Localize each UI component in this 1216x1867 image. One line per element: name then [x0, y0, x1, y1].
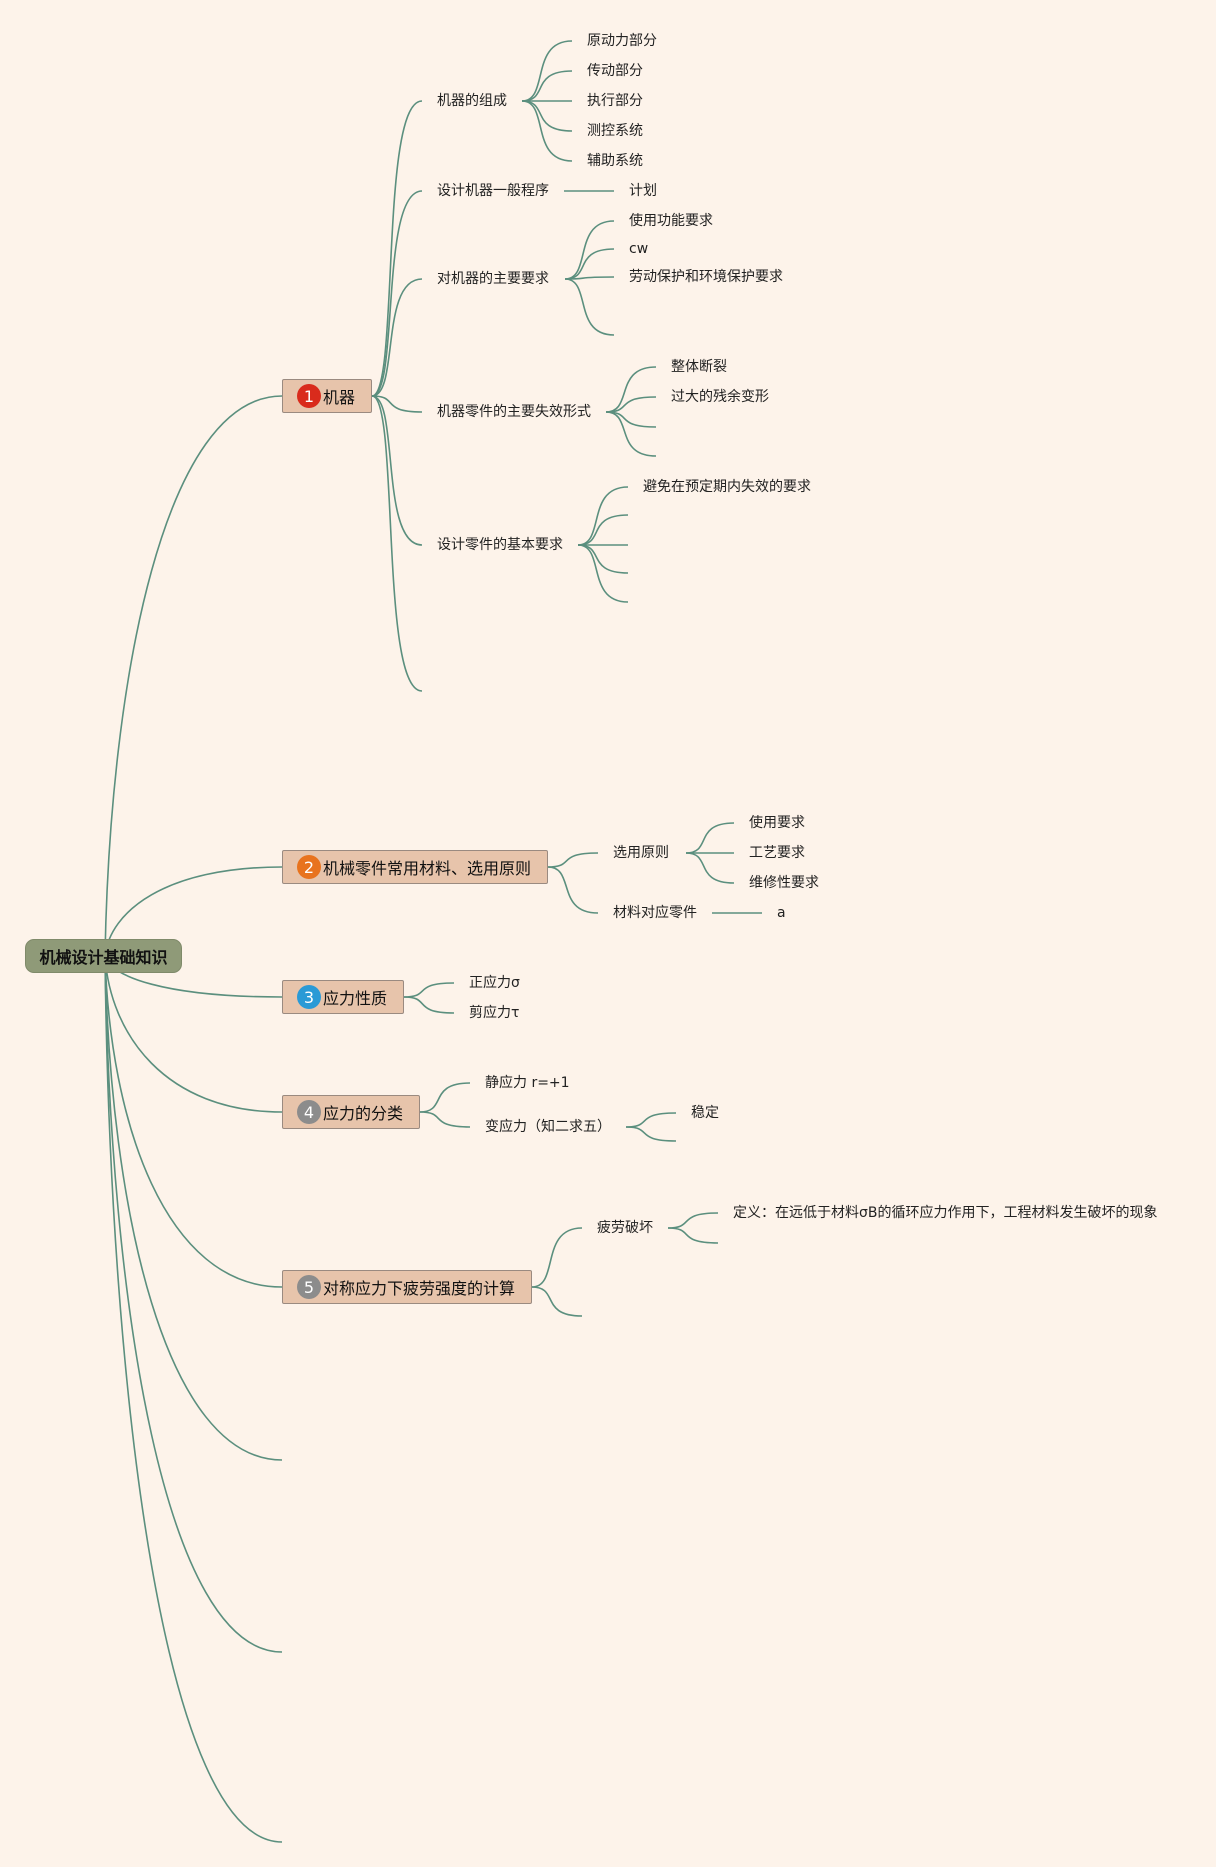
- composition-branch-0: [521, 40, 573, 102]
- leaf-transmission[interactable]: 传动部分: [587, 63, 643, 79]
- number-badge-icon: 1: [297, 384, 321, 408]
- composition-branch-4: [521, 100, 573, 162]
- subtopic-fatigue-failure[interactable]: 疲劳破坏: [597, 1220, 653, 1236]
- requirements-branch-2: [564, 276, 615, 280]
- leaf-function-requirement[interactable]: 使用功能要求: [629, 213, 713, 229]
- leaf-maintenance-requirement[interactable]: 维修性要求: [749, 875, 819, 891]
- leaf-residual-deformation[interactable]: 过大的残余变形: [671, 389, 769, 405]
- topic1-branch-1: [371, 190, 423, 397]
- leaf-static-stress[interactable]: 静应力 r=+1: [485, 1075, 570, 1091]
- leaf-control-system[interactable]: 测控系统: [587, 123, 643, 139]
- topic5-branch-1: [531, 1286, 583, 1317]
- subtopic-variable-stress[interactable]: 变应力（知二求五）: [485, 1119, 611, 1135]
- leaf-a[interactable]: a: [777, 905, 786, 921]
- part-req-branch-0: [577, 486, 629, 546]
- topic1-branch-2: [371, 278, 423, 397]
- failure-branch-1: [605, 396, 657, 413]
- topic4-branch-1: [419, 1111, 471, 1128]
- root-branch-3: [104, 955, 283, 1113]
- subtopic-machine-composition[interactable]: 机器的组成: [437, 93, 507, 109]
- number-badge-icon: 2: [297, 855, 321, 879]
- leaf-execution[interactable]: 执行部分: [587, 93, 643, 109]
- subtopic-material-parts[interactable]: 材料对应零件: [613, 905, 697, 921]
- leaf-use-requirement[interactable]: 使用要求: [749, 815, 805, 831]
- topic-label: 应力性质: [323, 989, 388, 1008]
- part-req-branch-1: [577, 514, 629, 546]
- subtopic-selection-principles[interactable]: 选用原则: [613, 845, 669, 861]
- topic-materials[interactable]: 2 机械零件常用材料、选用原则: [282, 850, 548, 884]
- leaf-avoid-failure[interactable]: 避免在预定期内失效的要求: [643, 479, 811, 495]
- leaf-shear-stress[interactable]: 剪应力τ: [469, 1005, 520, 1021]
- principles-branch-2: [685, 852, 735, 884]
- leaf-fracture[interactable]: 整体断裂: [671, 359, 727, 375]
- topic1-branch-4: [371, 395, 423, 546]
- fatigue-branch-1: [667, 1227, 719, 1244]
- leaf-auxiliary-system[interactable]: 辅助系统: [587, 153, 643, 169]
- topic-label: 机器: [323, 388, 356, 407]
- leaf-stable[interactable]: 稳定: [691, 1105, 719, 1121]
- topic-machine[interactable]: 1 机器: [282, 379, 372, 413]
- composition-branch-1: [521, 70, 573, 102]
- root-branch-0: [104, 395, 283, 957]
- leaf-cw[interactable]: cw: [629, 241, 649, 257]
- requirements-branch-0: [564, 220, 615, 280]
- principles-branch-0: [685, 822, 735, 854]
- number-badge-icon: 5: [297, 1275, 321, 1299]
- requirements-branch-3: [564, 278, 615, 336]
- leaf-prime-mover[interactable]: 原动力部分: [587, 33, 657, 49]
- topic1-branch-3: [371, 395, 423, 413]
- leaf-labor-env-protection[interactable]: 劳动保护和环境保护要求: [629, 269, 783, 285]
- part-req-branch-4: [577, 544, 629, 603]
- number-badge-icon: 3: [297, 985, 321, 1009]
- variable-branch-0: [625, 1112, 677, 1128]
- leaf-fatigue-definition[interactable]: 定义：在远低于材料σB的循环应力作用下，工程材料发生破坏的现象: [733, 1205, 1158, 1221]
- root-branch-4: [104, 955, 283, 1288]
- part-req-branch-3: [577, 544, 629, 574]
- root-topic[interactable]: 机械设计基础知识: [25, 939, 182, 973]
- topic-fatigue-strength[interactable]: 5 对称应力下疲劳强度的计算: [282, 1270, 532, 1304]
- topic-stress-classification[interactable]: 4 应力的分类: [282, 1095, 420, 1129]
- failure-branch-0: [605, 366, 657, 413]
- topic2-branch-1: [547, 866, 599, 914]
- root-branch-6: [104, 955, 283, 1653]
- variable-branch-1: [625, 1126, 677, 1142]
- leaf-normal-stress[interactable]: 正应力σ: [469, 975, 520, 991]
- topic4-branch-0: [419, 1082, 471, 1113]
- number-badge-icon: 4: [297, 1100, 321, 1124]
- subtopic-design-procedure[interactable]: 设计机器一般程序: [437, 183, 549, 199]
- root-branch-5: [104, 955, 283, 1461]
- topic-label: 对称应力下疲劳强度的计算: [323, 1279, 516, 1298]
- composition-branch-3: [521, 100, 573, 132]
- requirements-branch-1: [564, 248, 615, 280]
- leaf-process-requirement[interactable]: 工艺要求: [749, 845, 805, 861]
- topic-stress-nature[interactable]: 3 应力性质: [282, 980, 404, 1014]
- topic-label: 应力的分类: [323, 1104, 404, 1123]
- subtopic-part-requirements[interactable]: 设计零件的基本要求: [437, 537, 563, 553]
- topic3-branch-0: [403, 982, 455, 998]
- subtopic-main-requirements[interactable]: 对机器的主要要求: [437, 271, 549, 287]
- topic1-branch-5: [371, 395, 423, 692]
- topic2-branch-0: [547, 852, 599, 868]
- topic-label: 机械零件常用材料、选用原则: [323, 859, 532, 878]
- topic5-branch-0: [531, 1227, 583, 1288]
- fatigue-branch-0: [667, 1212, 719, 1229]
- leaf-plan[interactable]: 计划: [629, 183, 657, 199]
- topic1-branch-0: [371, 100, 423, 397]
- topic3-branch-1: [403, 996, 455, 1014]
- root-branch-7: [104, 955, 283, 1843]
- subtopic-failure-modes[interactable]: 机器零件的主要失效形式: [437, 404, 591, 420]
- failure-branch-3: [605, 411, 657, 457]
